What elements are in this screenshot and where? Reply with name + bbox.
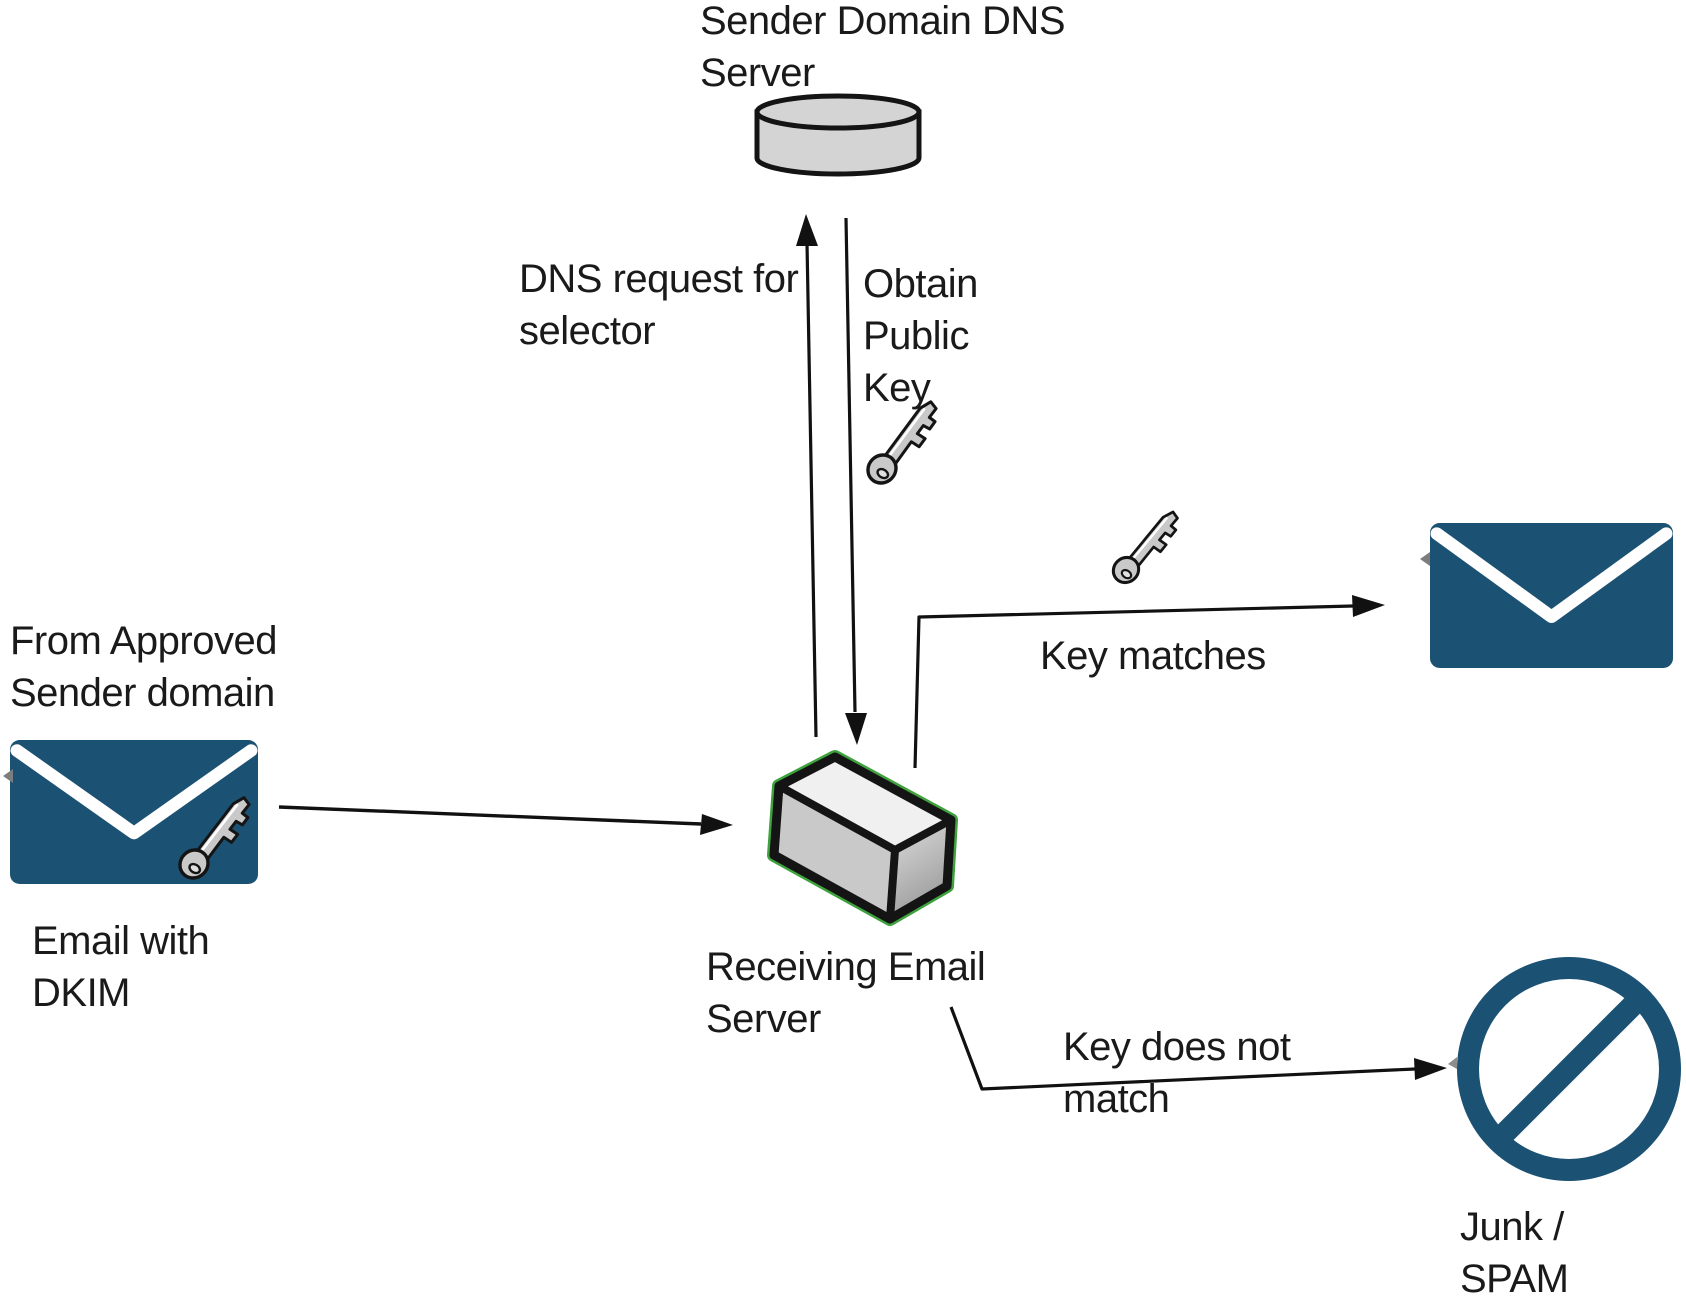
- dns-server-label: Sender Domain DNS Server: [700, 0, 1066, 95]
- connector-marker: [1420, 552, 1430, 566]
- obtain-public-key-arrow: [844, 217, 867, 745]
- email-to-server-arrow: [278, 805, 733, 835]
- matched-key-icon: [1105, 508, 1191, 590]
- key-matches-label: Key matches: [1040, 634, 1266, 678]
- inbox-envelope-icon: [1430, 523, 1673, 668]
- blocked-icon: [1457, 957, 1681, 1181]
- connector-marker: [1448, 1057, 1457, 1069]
- obtain-public-key-label: Obtain Public Key: [863, 262, 978, 410]
- dns-request-arrow: [796, 214, 818, 738]
- receiving-server-box-icon: [767, 750, 958, 926]
- dns-request-label: DNS request for selector: [519, 257, 799, 353]
- dns-database-icon: [754, 93, 922, 177]
- from-approved-sender-label: From Approved Sender domain: [10, 619, 277, 715]
- junk-spam-label: Junk / SPAM: [1460, 1205, 1569, 1301]
- key-does-not-match-label: Key does not match: [1063, 1025, 1291, 1121]
- key-no-match-arrow: [949, 1006, 1447, 1091]
- connector-marker: [3, 769, 13, 783]
- key-matches-arrow: [913, 595, 1385, 769]
- sender-envelope-icon: [10, 740, 258, 884]
- receiving-server-label: Receiving Email Server: [706, 945, 986, 1041]
- email-with-dkim-label: Email with DKIM: [32, 919, 210, 1015]
